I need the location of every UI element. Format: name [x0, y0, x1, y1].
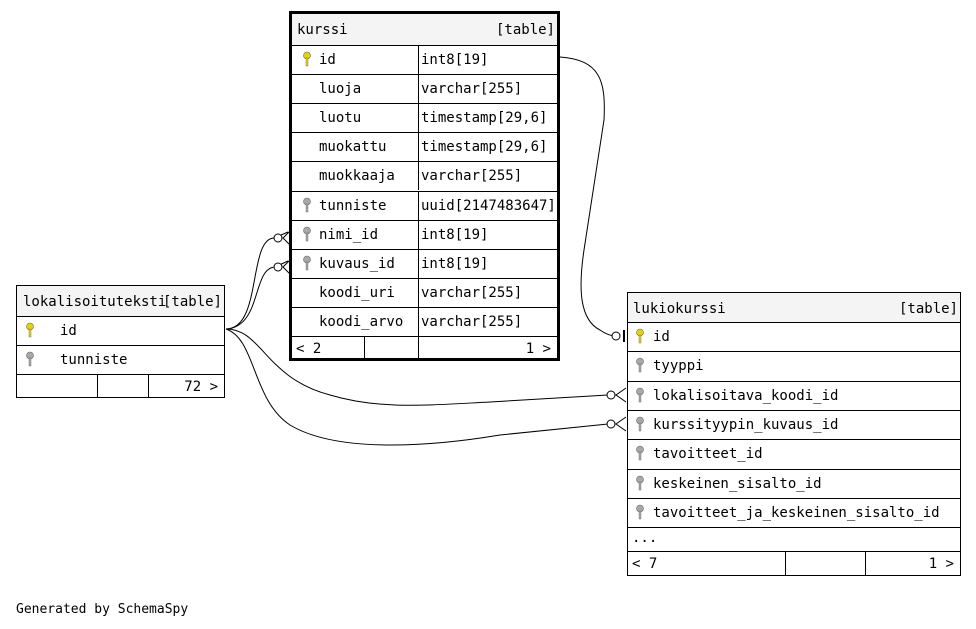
- generated-by-credit: Generated by SchemaSpy: [16, 602, 189, 617]
- column-type: varchar[255]: [421, 168, 523, 185]
- column-name: muokkaaja: [319, 168, 395, 185]
- parents-count[interactable]: < 2: [296, 341, 322, 357]
- column-row[interactable]: luotu timestamp[29,6]: [292, 103, 557, 133]
- column-type: int8[19]: [421, 52, 489, 68]
- column-name: tyyppi: [653, 358, 704, 375]
- crowfoot-marker: [282, 230, 291, 246]
- column-row[interactable]: muokattu timestamp[29,6]: [292, 132, 557, 162]
- crowfoot-marker: [615, 416, 627, 432]
- column-row[interactable]: tyyppi: [628, 351, 960, 380]
- foreign-key-icon: [635, 416, 645, 432]
- foreign-key-icon: [635, 504, 645, 520]
- column-name: koodi_arvo: [319, 313, 404, 330]
- table-tag: [table]: [898, 301, 958, 317]
- foreign-key-icon: [302, 255, 312, 271]
- link-lokalisoituteksti-kurssi-kuvaus: [225, 260, 289, 330]
- column-name: kuvaus_id: [319, 255, 395, 272]
- more-columns-row: ...: [628, 527, 960, 551]
- table-kurssi[interactable]: kurssi [table] id int8[19] luoja varchar[25…: [289, 11, 560, 361]
- column-name: lokalisoitava_koodi_id: [653, 387, 839, 404]
- more-columns-ellipsis: ...: [632, 530, 658, 546]
- table-lokalisoituteksti[interactable]: lokalisoituteksti [table] id tunniste 72 …: [16, 285, 225, 398]
- column-type: uuid[2147483647]: [421, 197, 556, 214]
- table-lukiokurssi[interactable]: lukiokurssi [table] id tyyppi lokalisoitav…: [627, 292, 961, 576]
- column-name: id: [653, 329, 670, 345]
- foreign-key-icon: [635, 387, 645, 403]
- column-name: koodi_uri: [319, 284, 395, 301]
- foreign-key-icon: [25, 351, 35, 367]
- table-tag: [table]: [162, 294, 222, 310]
- foreign-key-icon: [635, 357, 645, 373]
- crowfoot-marker: [282, 259, 291, 275]
- column-row[interactable]: lokalisoitava_koodi_id: [628, 380, 960, 410]
- column-name: tunniste: [60, 352, 128, 368]
- zero-marker: [273, 262, 283, 272]
- column-row[interactable]: nimi_id int8[19]: [292, 219, 557, 249]
- column-name: nimi_id: [319, 226, 379, 243]
- column-row[interactable]: koodi_uri varchar[255]: [292, 277, 557, 307]
- column-row[interactable]: keskeinen_sisalto_id: [628, 468, 960, 498]
- column-type: varchar[255]: [421, 81, 523, 98]
- children-count[interactable]: 1 >: [928, 556, 954, 572]
- column-row[interactable]: tavoitteet_ja_keskeinen_sisalto_id: [628, 497, 960, 527]
- column-row[interactable]: tunniste: [17, 345, 224, 374]
- column-row[interactable]: id int8[19]: [292, 45, 557, 75]
- table-name: kurssi: [297, 22, 348, 38]
- table-header: lukiokurssi [table]: [628, 293, 960, 322]
- column-name: id: [60, 323, 77, 339]
- column-row[interactable]: muokkaaja varchar[255]: [292, 161, 557, 191]
- column-name: muokattu: [319, 139, 387, 156]
- column-name: tavoitteet_ja_keskeinen_sisalto_id: [653, 504, 940, 521]
- link-kurssi-lukiokurssi: [559, 56, 617, 337]
- table-tag: [table]: [495, 22, 555, 38]
- table-header: lokalisoituteksti [table]: [17, 286, 224, 316]
- column-type: timestamp[29,6]: [421, 139, 548, 156]
- column-row[interactable]: kurssityypin_kuvaus_id: [628, 409, 960, 439]
- column-name: id: [319, 52, 336, 68]
- column-row[interactable]: luoja varchar[255]: [292, 74, 557, 104]
- column-row[interactable]: tavoitteet_id: [628, 439, 960, 468]
- column-type: int8[19]: [421, 226, 489, 243]
- table-name: lukiokurssi: [633, 301, 726, 317]
- foreign-key-icon: [302, 226, 312, 242]
- column-name: kurssityypin_kuvaus_id: [653, 416, 839, 433]
- column-row[interactable]: id: [17, 316, 224, 345]
- link-lokalisoituteksti-lukiokurssi-kuvaus: [225, 328, 609, 446]
- primary-key-icon: [635, 328, 645, 344]
- column-type: timestamp[29,6]: [421, 110, 548, 127]
- column-row[interactable]: kuvaus_id int8[19]: [292, 248, 557, 278]
- children-count[interactable]: 72 >: [184, 379, 218, 395]
- column-type: varchar[255]: [421, 313, 523, 330]
- zero-marker: [606, 419, 616, 429]
- zero-marker: [611, 331, 621, 341]
- table-header: kurssi [table]: [292, 14, 557, 45]
- children-count[interactable]: 1 >: [525, 341, 551, 357]
- column-name: luotu: [319, 110, 362, 127]
- zero-marker: [606, 390, 616, 400]
- parents-count[interactable]: < 7: [632, 556, 658, 572]
- primary-key-icon: [302, 51, 312, 67]
- crowfoot-marker: [615, 387, 627, 403]
- column-name: tunniste: [319, 197, 387, 214]
- primary-key-icon: [25, 322, 35, 338]
- link-lokalisoituteksti-kurssi-nimi: [225, 231, 289, 330]
- column-type: int8[19]: [421, 255, 489, 272]
- column-name: tavoitteet_id: [653, 446, 763, 463]
- column-name: luoja: [319, 81, 362, 98]
- column-name: keskeinen_sisalto_id: [653, 475, 822, 492]
- table-name: lokalisoituteksti: [23, 294, 167, 310]
- zero-marker: [273, 233, 283, 243]
- column-row[interactable]: koodi_arvo varchar[255]: [292, 306, 557, 336]
- column-row[interactable]: tunniste uuid[2147483647]: [292, 190, 557, 220]
- table-footer: 72 >: [17, 374, 224, 398]
- foreign-key-icon: [635, 475, 645, 491]
- foreign-key-icon: [302, 197, 312, 213]
- foreign-key-icon: [635, 445, 645, 461]
- table-footer: < 2 1 >: [292, 336, 557, 361]
- column-type: varchar[255]: [421, 284, 523, 301]
- column-row[interactable]: id: [628, 322, 960, 351]
- table-footer: < 7 1 >: [628, 551, 960, 575]
- link-lokalisoituteksti-lukiokurssi-koodi: [225, 328, 609, 406]
